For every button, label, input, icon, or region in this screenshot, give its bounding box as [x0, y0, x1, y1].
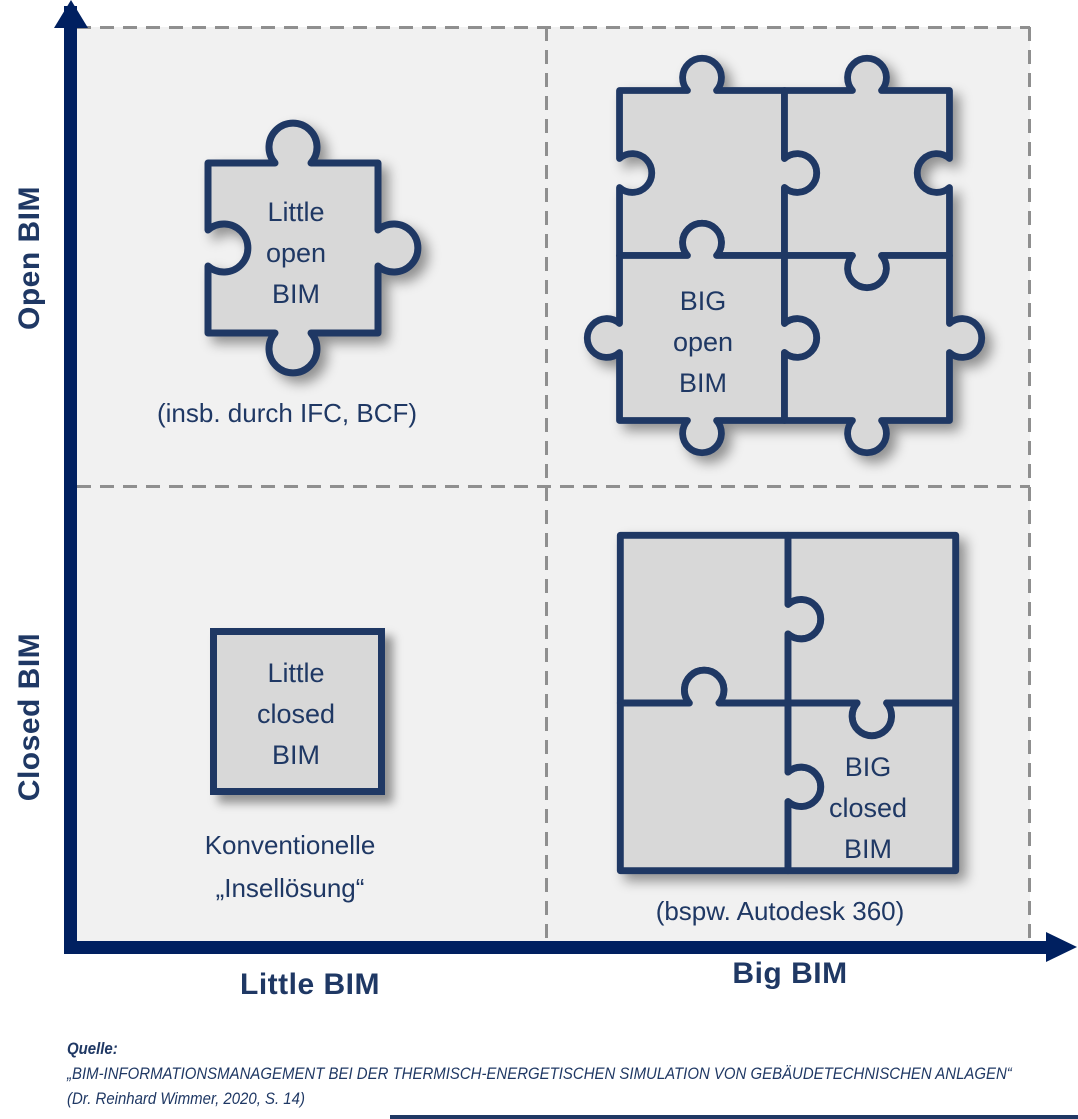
bottom-bar-decoration [390, 1115, 1078, 1119]
x-axis-label-little-bim: Little BIM [240, 968, 380, 1001]
dashed-separator-horizontal [77, 485, 1030, 488]
source-block: Quelle: „BIM-INFORMATIONSMANAGEMENT BEI … [67, 1036, 1072, 1111]
little-open-bim-puzzle-piece [204, 119, 422, 377]
big-open-bim-puzzle [583, 54, 986, 457]
y-axis-label-open-bim: Open BIM [13, 186, 46, 330]
source-label: Quelle: [67, 1039, 118, 1058]
dashed-border-top [77, 26, 1030, 29]
dashed-separator-vertical [545, 27, 548, 941]
source-title: „BIM-INFORMATIONSMANAGEMENT BEI DER THER… [67, 1064, 1012, 1083]
y-axis-line [64, 6, 77, 953]
little-closed-bim-caption: Konventionelle „Insellösung“ [204, 830, 376, 903]
big-closed-piece-bottom-right [784, 699, 960, 875]
big-closed-bim-caption: (bspw. Autodesk 360) [655, 896, 905, 926]
dashed-border-right [1028, 27, 1031, 941]
little-open-bim-label: Little open BIM [265, 197, 327, 309]
big-closed-bim-puzzle [616, 531, 960, 875]
little-closed-bim-label: Little closed BIM [256, 658, 336, 770]
big-open-bim-label: BIG open BIM [672, 286, 734, 398]
little-open-bim-caption: (insb. durch IFC, BCF) [156, 398, 418, 428]
x-axis-arrowhead-icon [1046, 932, 1077, 962]
big-open-piece-bottom-right [781, 252, 986, 457]
big-closed-bim-label: BIG closed BIM [828, 752, 908, 864]
little-closed-bim-square [210, 628, 385, 795]
y-axis-label-closed-bim: Closed BIM [13, 632, 46, 802]
y-axis-arrowhead-icon [54, 0, 88, 28]
x-axis-line [64, 941, 1048, 954]
x-axis-label-big-bim: Big BIM [732, 957, 848, 990]
source-citation: (Dr. Reinhard Wimmer, 2020, S. 14) [67, 1089, 305, 1108]
